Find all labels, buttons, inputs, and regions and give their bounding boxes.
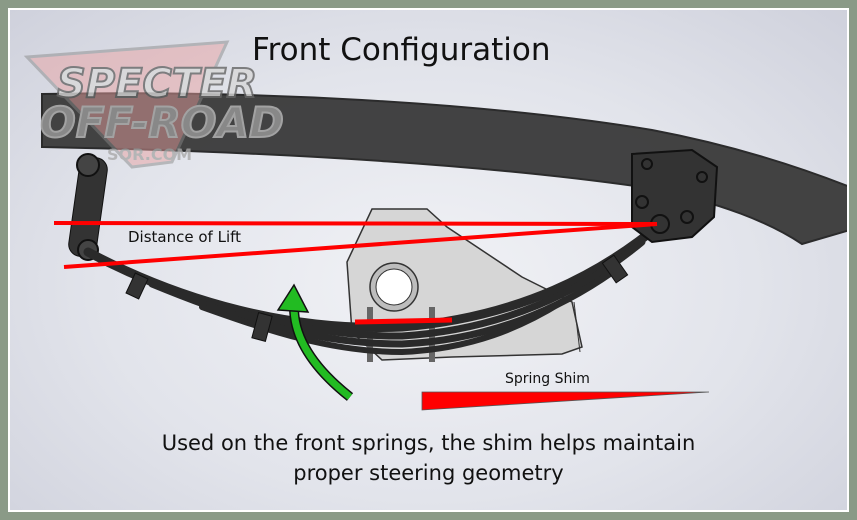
svg-text:OFF-ROAD: OFF-ROAD: [40, 98, 284, 147]
svg-text:SPECTER: SPECTER: [57, 61, 257, 107]
frame-rail: [41, 92, 847, 246]
rear-hanger: [631, 148, 719, 244]
spring-diagram: SPECTER OFF-ROAD SOR.COM: [23, 40, 847, 411]
front-shackle: [68, 153, 108, 261]
caption-line-2: proper steering geometry: [293, 461, 564, 485]
logo-watermark: SPECTER OFF-ROAD SOR.COM: [23, 40, 285, 169]
distance-of-lift-label: Distance of Lift: [128, 228, 242, 246]
svg-text:SOR.COM: SOR.COM: [107, 145, 192, 164]
shim-position-line: [354, 317, 453, 325]
diagram-panel: SPECTER OFF-ROAD SOR.COM: [8, 8, 849, 512]
caption-line-1: Used on the front springs, the shim help…: [161, 431, 696, 455]
page-title: Front Configuration: [252, 32, 551, 68]
leaf-spring: [83, 222, 662, 356]
spring-shim-wedge: [421, 391, 710, 411]
spring-shim-label: Spring Shim: [505, 371, 590, 387]
caption: Used on the front springs, the shim help…: [10, 428, 847, 488]
lift-angle-line: [63, 222, 658, 269]
green-arrow-icon: [276, 283, 354, 401]
lift-reference-line: [53, 221, 658, 226]
